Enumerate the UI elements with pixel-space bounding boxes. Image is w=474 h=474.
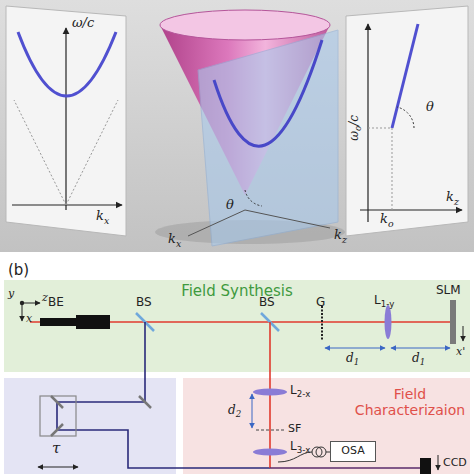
axis-label: ko — [380, 212, 394, 229]
part-label: (b) — [8, 262, 29, 279]
subscript: 1-y — [381, 299, 395, 309]
node-text: Field Characterizaion — [353, 386, 467, 418]
part-label: L2-x — [290, 384, 310, 400]
subscript: 3-x — [297, 445, 311, 455]
part-label: BS — [136, 296, 152, 309]
panel-background — [0, 0, 474, 252]
axis-label: z — [42, 292, 48, 304]
osa-box: OSA — [330, 441, 376, 462]
synthesis-band: Field Synthesis — [4, 280, 470, 372]
node-text: τ — [52, 440, 60, 457]
subscript: z — [342, 234, 347, 245]
node-text: OSA — [341, 445, 364, 458]
axis-label: x — [26, 313, 32, 325]
axis-label: kx — [168, 232, 181, 249]
right-inset — [346, 6, 468, 236]
subscript: 1 — [354, 357, 360, 367]
part-label: SLM — [436, 284, 461, 297]
axis-label: d1 — [346, 352, 359, 368]
shadow — [155, 220, 345, 244]
characterization-band: Field CharacterizaionOSA — [183, 378, 470, 474]
subscript: x — [176, 238, 181, 249]
subscript: 2 — [236, 409, 242, 419]
axis-label: θ — [426, 100, 434, 114]
cone-plane-3d — [160, 10, 338, 246]
axis-label: ωo/c — [348, 115, 364, 141]
axis-label: kx — [96, 209, 109, 226]
part-label: SF — [288, 423, 301, 435]
axis-label: kz — [446, 190, 459, 207]
axis-label: x' — [456, 346, 465, 358]
axis-label: kz — [334, 228, 347, 245]
axis-label: y — [8, 288, 14, 300]
subscript: x — [104, 215, 109, 226]
subscript: 2-x — [297, 389, 311, 399]
node-text: Field Synthesis — [4, 283, 470, 300]
part-label: CCD — [443, 457, 467, 469]
part-label: L3-x — [290, 440, 310, 456]
axis-label: d2 — [228, 404, 241, 420]
left-inset — [6, 6, 126, 236]
subscript: z — [454, 196, 459, 207]
part-label: BS — [259, 296, 275, 309]
axis-label: d1 — [412, 352, 425, 368]
axis-label: ω/c — [72, 16, 94, 30]
subscript: o — [388, 218, 394, 229]
delay-band: τ — [4, 378, 176, 474]
axis-label: θ — [226, 198, 234, 212]
part-label: BE — [48, 296, 64, 309]
part-label: L1-y — [374, 294, 394, 310]
part-label: G — [316, 296, 325, 309]
subscript: o — [353, 126, 363, 131]
subscript: 1 — [420, 357, 426, 367]
